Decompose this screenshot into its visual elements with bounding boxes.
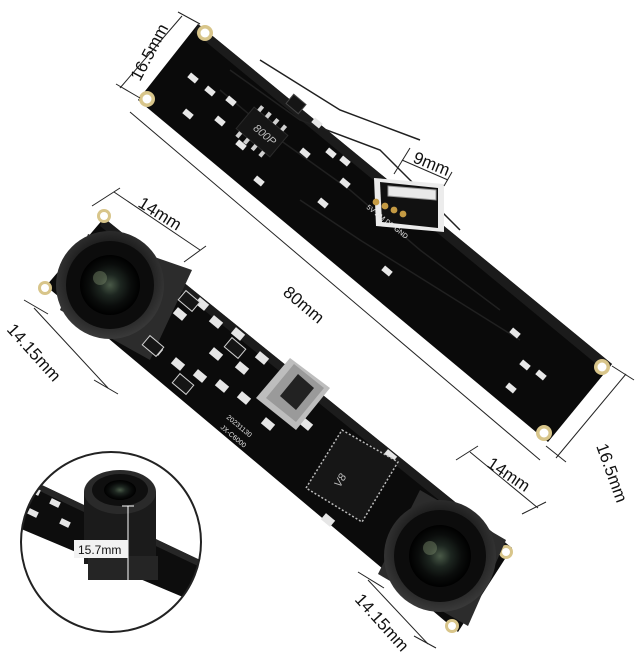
usb-header-connector: 5V DM DP GND — [365, 178, 444, 241]
front-side-board: 20231130 JX-C6000 V8 — [38, 209, 513, 633]
back-side-board: 800P 5V DM DP GND — [138, 24, 612, 442]
dim-lens-height: 15.7mm — [78, 543, 121, 557]
dimension-lines — [115, 11, 635, 463]
dim-right-board-width: 16.5mm — [592, 441, 631, 505]
dim-usb-connector-width: 9mm — [411, 148, 453, 180]
left-camera-lens — [56, 231, 192, 360]
dim-board-length: 80mm — [279, 283, 327, 328]
dimension-lines-lens — [23, 187, 547, 649]
dim-left-lens-width: 14mm — [135, 193, 185, 234]
lens-height-inset: 15.7mm — [20, 451, 202, 633]
main-chip: V8 — [304, 428, 400, 524]
dim-right-lens-width: 14mm — [484, 454, 534, 496]
right-camera-lens — [378, 490, 506, 626]
dim-right-lens-height: 14.15mm — [351, 590, 413, 655]
usb-c-connector — [256, 358, 330, 430]
dim-left-lens-height: 14.15mm — [3, 320, 65, 385]
